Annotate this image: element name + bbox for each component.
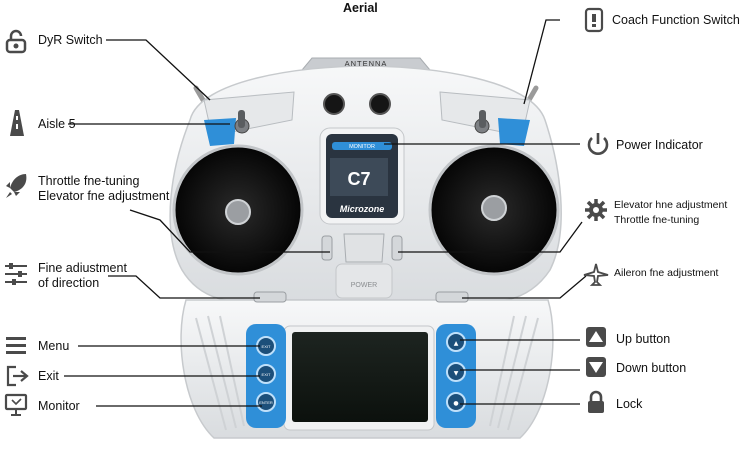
down-button-label: Down button: [616, 361, 687, 375]
power-plate: [335, 263, 393, 299]
svg-text:▲: ▲: [454, 340, 459, 347]
menu-icon: [6, 337, 26, 354]
right-knob[interactable]: [369, 93, 391, 115]
svg-text:●: ●: [453, 400, 458, 407]
model-text: C7: [347, 169, 370, 189]
down-arrow-icon: [586, 357, 606, 377]
gear-icon: [585, 199, 607, 221]
monitor-label: Monitor: [38, 399, 80, 413]
lock-label: Lock: [616, 397, 643, 411]
power-indicator-label: Power Indicator: [616, 138, 703, 152]
right-horizontal-trim[interactable]: [435, 291, 469, 303]
monitor-device-button[interactable]: ENTER: [256, 392, 276, 412]
rocket-icon: [6, 174, 27, 198]
lock-device-button[interactable]: ●: [446, 392, 466, 412]
fine-adjustment-direction-label-1: Fine adiustment: [38, 261, 127, 275]
down-device-button[interactable]: ▼: [446, 362, 466, 382]
elevator-fine-adjustment-label: Elevator fne adjustment: [38, 189, 170, 203]
power-switch[interactable]: [343, 233, 385, 263]
exit-icon: [6, 365, 29, 387]
coach-switch-icon: [584, 7, 604, 33]
power-icon: [587, 133, 609, 155]
aisle5-label: Aisle 5: [38, 117, 76, 131]
power-text: POWER: [351, 282, 377, 289]
right-vertical-trim[interactable]: [391, 235, 403, 261]
lock-icon: [588, 390, 604, 413]
fine-adjustment-direction-label-2: of direction: [38, 276, 100, 290]
svg-text:▼: ▼: [454, 370, 459, 377]
up-device-button[interactable]: ▲: [446, 332, 466, 352]
throttle-fne-tuning-right-label: Throttle fne-tuning: [614, 214, 700, 226]
aileron-fne-adjustment-label: Aileron fne adjustment: [614, 267, 719, 279]
menu-label: Menu: [38, 339, 70, 353]
svg-text:EXIT: EXIT: [262, 372, 271, 377]
exit-device-button[interactable]: EXIT: [256, 364, 276, 384]
svg-text:EXIT: EXIT: [262, 344, 271, 349]
throttle-fine-tuning-label: Throttle fne-tuning: [38, 174, 140, 188]
monitor-text: MONITOR: [349, 144, 375, 150]
dyr-switch-label: DyR Switch: [38, 33, 103, 47]
left-vertical-trim[interactable]: [321, 235, 333, 261]
aerial-label: Aerial: [343, 1, 378, 15]
antenna-text: ANTENNA: [345, 59, 388, 68]
transmitter-body: [169, 57, 562, 439]
left-knob[interactable]: [323, 93, 345, 115]
right-stick[interactable]: [481, 195, 507, 221]
coach-function-switch-label: Coach Function Switch: [612, 13, 740, 27]
left-stick[interactable]: [225, 199, 251, 225]
elevator-hne-adjustment-label: Elevator hne adjustment: [614, 199, 728, 211]
road-icon: [10, 110, 24, 136]
left-horizontal-trim[interactable]: [253, 291, 287, 303]
up-arrow-icon: [586, 327, 606, 347]
leader-lines: [64, 19, 587, 407]
sliders-icon: [5, 263, 27, 285]
exit-label: Exit: [38, 369, 59, 383]
brand-text: Microzone: [340, 204, 385, 214]
monitor-icon: [4, 393, 28, 416]
svg-text:ENTER: ENTER: [259, 400, 273, 405]
airplane-icon: [583, 263, 609, 286]
lcd-screen: [292, 332, 428, 422]
dyr-switch-icon: [5, 29, 27, 54]
up-button-label: Up button: [616, 332, 671, 346]
